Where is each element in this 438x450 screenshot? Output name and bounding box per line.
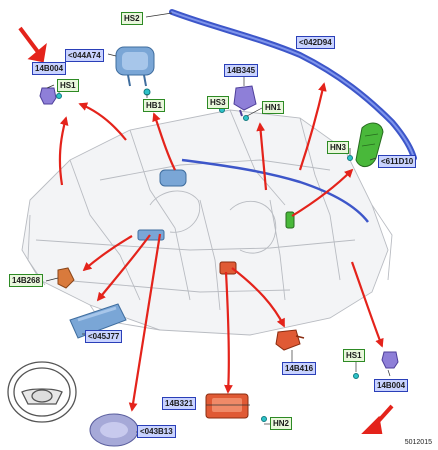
tag-control-module: 14B321	[162, 397, 197, 410]
seat-sensor-module	[233, 85, 257, 117]
rear-sensor-module	[275, 329, 305, 351]
tag-rear-sensor: 14B416	[282, 362, 317, 375]
figure-id: 5012015	[404, 439, 432, 446]
nut-hn3	[347, 155, 353, 161]
tag-hn2: HN2	[270, 417, 293, 430]
front-impact-sensor	[57, 267, 75, 289]
tag-hs2: HS2	[121, 12, 143, 25]
tag-sensor-left: 14B004	[32, 62, 67, 75]
nut-hn2	[261, 416, 267, 422]
tag-hb1: HB1	[143, 99, 166, 112]
airbag-control-module	[205, 393, 249, 419]
tag-front-sensor: 14B268	[9, 274, 44, 287]
nut-hn1	[243, 115, 249, 121]
tag-hs3: HS3	[207, 96, 229, 109]
control-module-installed	[219, 261, 237, 275]
driver-airbag-module	[89, 413, 139, 447]
curtain-airbag-installed	[181, 158, 369, 223]
passenger-airbag-installed	[159, 169, 187, 187]
knee-airbag-module	[69, 303, 127, 339]
tag-passenger-airbag: <044A74	[65, 49, 104, 62]
knee-airbag-installed	[137, 229, 165, 241]
screw-hs1-left	[56, 93, 62, 99]
screw-hs1-right	[353, 373, 359, 379]
tag-knee-airbag: <045J77	[85, 330, 123, 343]
passenger-airbag-module	[115, 46, 155, 87]
tag-hs1-left: HS1	[57, 79, 79, 92]
tag-curtain-airbag: <042D94	[296, 36, 335, 49]
tag-hs1-right: HS1	[343, 349, 365, 362]
car-body-outline	[21, 109, 393, 336]
tag-hn3: HN3	[327, 141, 350, 154]
tag-sensor-right: 14B004	[374, 379, 409, 392]
side-airbag	[355, 122, 384, 167]
impact-sensor-left	[39, 87, 57, 105]
tag-seat-sensor: 14B345	[224, 64, 259, 77]
impact-sensor-right	[381, 351, 399, 369]
tag-side-airbag: <611D10	[378, 155, 417, 168]
steering-wheel	[7, 361, 77, 423]
tag-driver-airbag: <043B13	[137, 425, 176, 438]
tag-hn1: HN1	[262, 101, 285, 114]
callout-arrows	[58, 82, 384, 412]
pointer-arrows	[18, 26, 394, 434]
